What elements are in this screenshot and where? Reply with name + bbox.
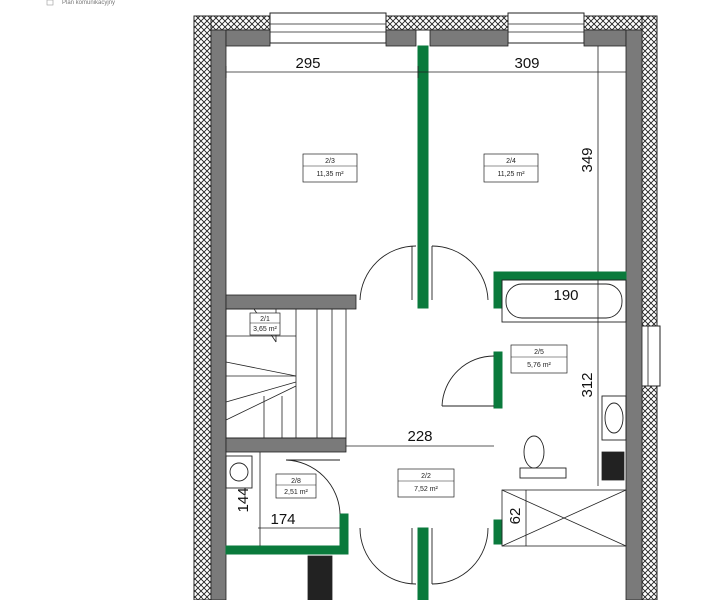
room-label-r5: 2/5 5,76 m² xyxy=(510,344,568,374)
room-label-r4: 2/4 11,25 m² xyxy=(483,153,539,183)
dim-bottom-right-small: 62 xyxy=(507,508,524,525)
room-id: 2/4 xyxy=(506,158,516,165)
room-id: 2/3 xyxy=(325,158,335,165)
room-area: 2,51 m² xyxy=(284,489,308,496)
room-area: 7,52 m² xyxy=(414,486,438,493)
room-label-r1: 2/1 3,65 m² xyxy=(249,312,281,336)
room-area: 11,25 m² xyxy=(497,171,525,178)
toilet-icon xyxy=(519,435,567,479)
dim-bath-height: 312 xyxy=(579,372,596,397)
inner-walls xyxy=(210,29,643,600)
shower-box xyxy=(501,489,627,547)
staircase xyxy=(225,308,347,439)
room-label-r2: 2/2 7,52 m² xyxy=(397,468,455,498)
bathtub xyxy=(501,279,627,323)
door-swings xyxy=(285,245,495,585)
dim-right-height: 349 xyxy=(579,147,596,172)
room-area: 3,65 m² xyxy=(253,326,277,333)
room-area: 5,76 m² xyxy=(527,362,551,369)
washing-machine-icon xyxy=(225,455,253,489)
dim-hall-width: 228 xyxy=(407,428,432,445)
room-area: 11,35 m² xyxy=(316,171,344,178)
room-label-r3: 2/3 11,35 m² xyxy=(302,153,358,183)
dim-bath-tub: 190 xyxy=(553,287,578,304)
room-id: 2/8 xyxy=(291,478,301,485)
room-id: 2/5 xyxy=(534,349,544,356)
room-id: 2/2 xyxy=(421,473,431,480)
green-partitions xyxy=(225,45,627,600)
room-label-r8: 2/8 2,51 m² xyxy=(275,473,317,499)
shelf-units xyxy=(307,451,625,600)
dimension-lines xyxy=(225,46,626,546)
dim-room3-width: 295 xyxy=(295,55,320,72)
dim-left-small-height: 144 xyxy=(235,487,252,512)
washbasin-icon xyxy=(601,395,627,441)
dim-room4-width: 309 xyxy=(514,55,539,72)
caption-text: Plan komunikacyjny xyxy=(62,0,115,6)
room-id: 2/1 xyxy=(260,316,270,323)
top-windows xyxy=(269,12,585,44)
dim-bottom-left-width: 174 xyxy=(270,511,295,528)
caption-marker-icon xyxy=(46,0,54,6)
